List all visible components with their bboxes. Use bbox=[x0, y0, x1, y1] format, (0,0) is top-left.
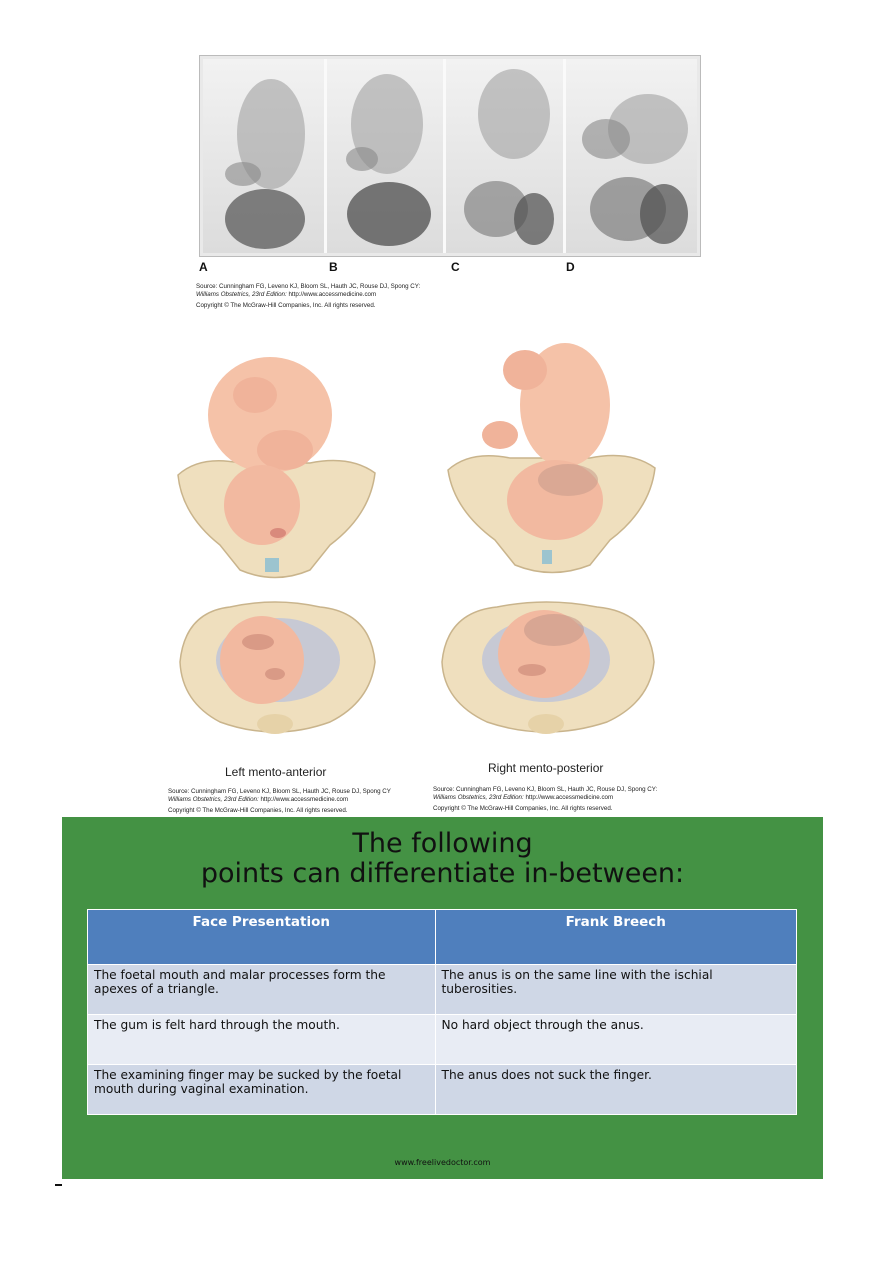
table-header-row: Face Presentation Frank Breech bbox=[87, 909, 798, 965]
fetus-photo-panel-a bbox=[203, 59, 327, 253]
fetal-attitude-photo-figure bbox=[199, 55, 701, 257]
right-mento-posterior-side-illustration bbox=[440, 340, 662, 585]
table-row: The examining finger may be sucked by th… bbox=[87, 1064, 798, 1115]
page-dash-mark bbox=[55, 1184, 62, 1186]
panel-label-b: B bbox=[329, 260, 338, 274]
figure1-source: Source: Cunningham FG, Leveno KJ, Bloom … bbox=[196, 283, 420, 310]
figure1-copyright: Copyright © The McGraw-Hill Companies, I… bbox=[196, 302, 376, 309]
table-cell: The anus is on the same line with the is… bbox=[434, 964, 798, 1015]
left-mento-anterior-top-illustration bbox=[170, 592, 380, 742]
figure2-right-copyright: Copyright © The McGraw-Hill Companies, I… bbox=[433, 805, 613, 812]
figure2-left-source-line2: Williams Obstetrics, 23rd Edition: http:… bbox=[168, 796, 349, 803]
fetus-photo-panel-c bbox=[446, 59, 566, 253]
figure2-right-source-line1: Source: Cunningham FG, Leveno KJ, Bloom … bbox=[433, 786, 658, 793]
slide-title-line1: The following bbox=[352, 828, 533, 859]
figure1-source-line2: Williams Obstetrics, 23rd Edition: http:… bbox=[196, 291, 377, 298]
figure2-left-source: Source: Cunningham FG, Leveno KJ, Bloom … bbox=[168, 788, 391, 815]
panel-label-a: A bbox=[199, 260, 208, 274]
figure2-right-source: Source: Cunningham FG, Leveno KJ, Bloom … bbox=[433, 786, 657, 813]
fetus-photo-panel-b bbox=[327, 59, 446, 253]
table-cell: The examining finger may be sucked by th… bbox=[87, 1064, 436, 1115]
figure2-right-source-line2: Williams Obstetrics, 23rd Edition: http:… bbox=[433, 794, 614, 801]
table-row: The gum is felt hard through the mouth. … bbox=[87, 1014, 798, 1065]
table-cell: The anus does not suck the finger. bbox=[434, 1064, 798, 1115]
comparison-table: Face Presentation Frank Breech The foeta… bbox=[87, 909, 798, 1115]
slide-footer-url: www.freelivedoctor.com bbox=[394, 1158, 491, 1167]
table-cell: The gum is felt hard through the mouth. bbox=[87, 1014, 436, 1065]
table-cell: The foetal mouth and malar processes for… bbox=[87, 964, 436, 1015]
slide-title-line2: points can differentiate in-between: bbox=[200, 858, 685, 889]
right-mento-posterior-caption: Right mento-posterior bbox=[488, 761, 604, 775]
comparison-slide: The following points can differentiate i… bbox=[62, 817, 823, 1179]
fetus-photo-panel-d bbox=[566, 59, 697, 253]
panel-label-d: D bbox=[566, 260, 575, 274]
right-mento-posterior-top-illustration bbox=[432, 592, 660, 742]
slide-title: The following points can differentiate i… bbox=[62, 829, 823, 889]
table-cell: No hard object through the anus. bbox=[434, 1014, 798, 1065]
left-mento-anterior-side-illustration bbox=[170, 355, 380, 585]
left-mento-anterior-caption: Left mento-anterior bbox=[225, 765, 327, 779]
table-row: The foetal mouth and malar processes for… bbox=[87, 964, 798, 1015]
figure2-left-copyright: Copyright © The McGraw-Hill Companies, I… bbox=[168, 807, 348, 814]
figure2-left-source-line1: Source: Cunningham FG, Leveno KJ, Bloom … bbox=[168, 788, 391, 795]
panel-label-c: C bbox=[451, 260, 460, 274]
figure1-source-line1: Source: Cunningham FG, Leveno KJ, Bloom … bbox=[196, 283, 421, 290]
header-frank-breech: Frank Breech bbox=[434, 909, 798, 965]
header-face-presentation: Face Presentation bbox=[87, 909, 436, 965]
